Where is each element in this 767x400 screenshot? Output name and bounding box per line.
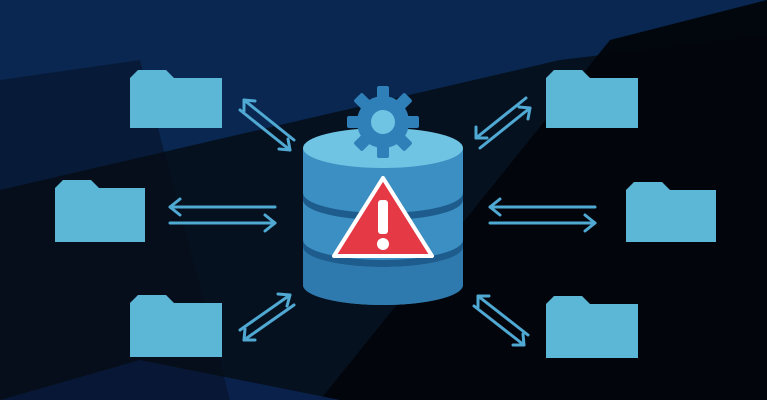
background-bottom-band: [0, 360, 340, 400]
bidirectional-arrow-icon: [488, 197, 597, 233]
bidirectional-arrow-icon: [474, 96, 532, 150]
folder-icon: [130, 295, 222, 357]
bidirectional-arrow-icon: [238, 292, 296, 342]
folder-icon: [626, 182, 716, 242]
gear-icon: [347, 86, 419, 158]
folders: [55, 70, 716, 358]
bidirectional-arrow-icon: [472, 294, 530, 347]
bidirectional-arrow-icon: [168, 197, 277, 233]
bidirectional-arrow-icon: [238, 98, 296, 152]
folder-icon: [55, 180, 145, 242]
folder-icon: [546, 296, 638, 358]
warning-icon: [332, 176, 434, 258]
sync-arrows: [168, 96, 597, 347]
folder-icon: [130, 70, 222, 128]
folder-icon: [546, 70, 638, 128]
